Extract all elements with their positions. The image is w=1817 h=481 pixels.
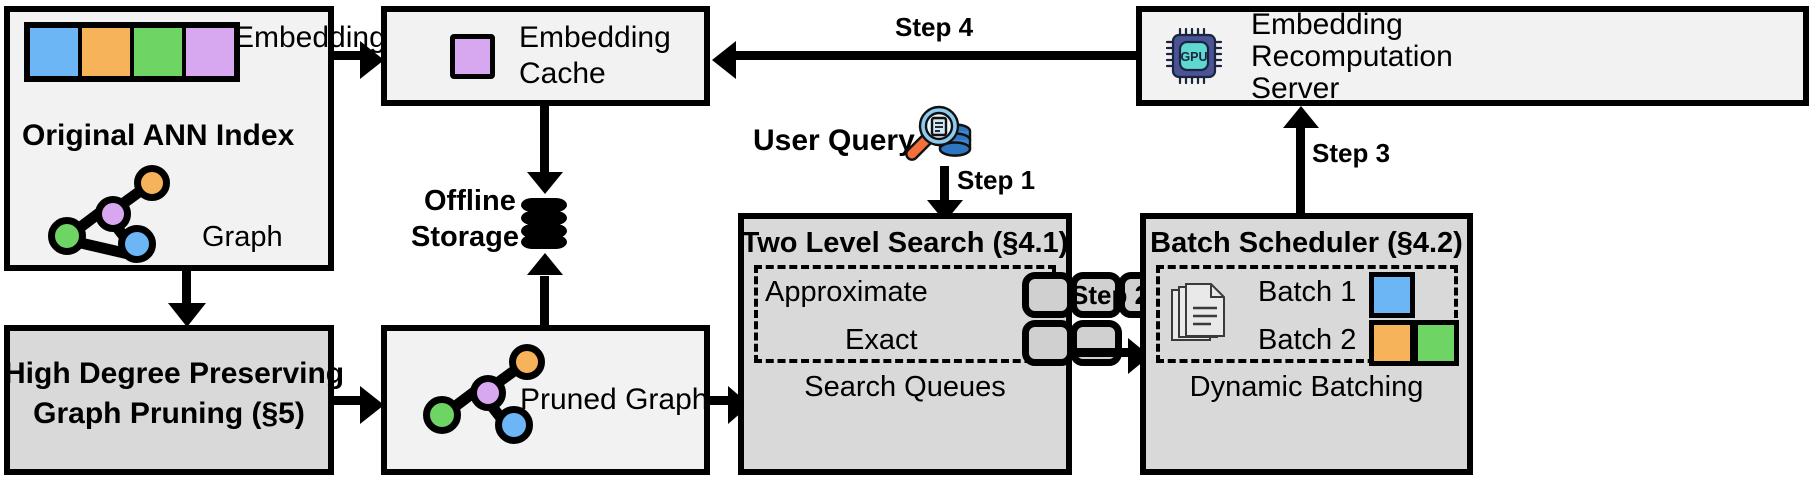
purple-square-icon — [450, 34, 495, 79]
recomputation-server-line1: Embedding — [1251, 8, 1403, 41]
embedding-cache-title-line2: Cache — [519, 57, 606, 90]
approximate-queue-slot — [1022, 272, 1074, 318]
arrow-pruned-to-storage-shaft — [540, 276, 549, 326]
arrow-cache-to-storage-head — [527, 172, 563, 194]
arrow-pruned-to-search-shaft — [710, 396, 734, 405]
database-cylinder-icon — [521, 198, 567, 250]
search-queues-footer: Search Queues — [804, 371, 1006, 403]
arrow-step4-head — [712, 41, 736, 79]
graph-node-blue — [495, 406, 533, 444]
dynamic-batching-dashed-region — [1156, 265, 1458, 363]
arrow-index-to-pruning-shaft — [182, 271, 191, 307]
two-level-search-box — [738, 213, 1072, 475]
documents-stack-icon — [1171, 283, 1225, 341]
batch-1-item-blue — [1369, 272, 1415, 318]
embedding-cache-title-line1: Embedding — [519, 21, 671, 54]
embedding-cell-green — [134, 28, 186, 76]
offline-storage-label-line2: Storage — [411, 221, 519, 253]
graph-pruning-title-line2: Graph Pruning (§5) — [33, 397, 305, 430]
arrow-index-to-cache-shaft — [334, 51, 364, 60]
embedding-cell-purple — [186, 28, 234, 76]
batch-1-label: Batch 1 — [1258, 276, 1357, 308]
exact-queue-slot — [1022, 320, 1074, 366]
arrow-pruned-to-storage-head — [527, 253, 563, 275]
graph-node-purple — [95, 196, 131, 232]
embedding-strip — [24, 22, 240, 82]
arrow-cache-to-storage-shaft — [540, 106, 549, 176]
graph-node-blue — [118, 225, 156, 263]
gpu-chip-icon: GPU — [1165, 27, 1223, 85]
recomputation-server-box — [1136, 6, 1809, 106]
offline-storage-label-line1: Offline — [424, 185, 516, 217]
graph-pruning-title-line1: High Degree Preserving — [4, 357, 345, 390]
graph-node-orange — [509, 344, 545, 380]
step-4-label: Step 4 — [895, 12, 974, 42]
graph-node-green — [48, 217, 86, 255]
arrow-step1-shaft — [940, 166, 949, 204]
embedding-cache-box — [381, 6, 710, 106]
svg-text:GPU: GPU — [1180, 50, 1207, 64]
embedding-cell-orange — [82, 28, 134, 76]
graph-node-green — [423, 396, 461, 434]
arrow-pruning-to-pruned-head — [360, 386, 384, 424]
dynamic-batching-footer: Dynamic Batching — [1189, 371, 1424, 403]
arrow-pruning-to-pruned-shaft — [334, 396, 364, 405]
step-1-label: Step 1 — [957, 165, 1036, 195]
batch-2-item-orange — [1369, 320, 1415, 366]
exact-row-label: Exact — [845, 324, 918, 356]
batch-2-item-green — [1413, 320, 1459, 366]
graph-node-orange — [134, 165, 170, 201]
two-level-search-title: Two Level Search (§4.1) — [741, 227, 1069, 259]
pruned-graph-label: Pruned Graph — [520, 383, 709, 416]
approximate-row-label: Approximate — [765, 276, 928, 308]
graph-label: Graph — [202, 221, 283, 253]
batch-2-label: Batch 2 — [1258, 324, 1357, 356]
recomputation-server-line3: Server — [1251, 72, 1340, 105]
arrow-index-to-cache-head — [360, 41, 384, 79]
embedding-cell-blue — [30, 28, 82, 76]
user-query-label: User Query — [753, 124, 915, 157]
original-index-graph — [40, 165, 170, 263]
arrow-step2-shaft — [1072, 348, 1134, 357]
recomputation-server-line2: Recomputation — [1251, 40, 1453, 73]
original-ann-index-title: Original ANN Index — [22, 119, 295, 152]
batch-scheduler-title: Batch Scheduler (§4.2) — [1150, 227, 1463, 259]
arrow-step3-head — [1283, 106, 1319, 128]
step-3-label: Step 3 — [1312, 138, 1391, 168]
step-2-label: Step 2 — [1071, 280, 1150, 310]
graph-node-purple — [470, 375, 506, 411]
exact-queue-slot — [1070, 320, 1122, 366]
arrow-index-to-pruning-head — [168, 303, 206, 327]
arrow-step4-shaft — [734, 51, 1136, 60]
graph-pruning-box — [4, 325, 334, 475]
search-database-icon — [905, 105, 972, 161]
arrow-step3-shaft — [1296, 128, 1305, 213]
pruned-graph-nodes — [415, 344, 545, 454]
